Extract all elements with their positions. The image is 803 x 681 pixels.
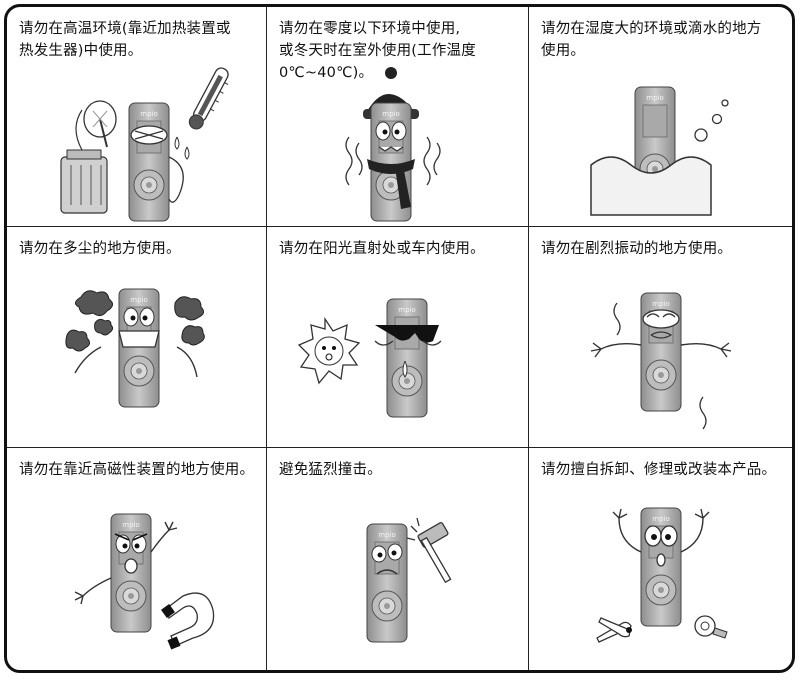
pliers-icon [596,617,632,643]
player-icon [366,523,408,643]
scarf-icon [367,159,415,209]
thermometer-icon [188,67,229,130]
flailing-arms-icon [74,521,178,605]
bubbles-icon [694,99,729,142]
angry-face-icon [114,533,148,574]
vibration-illustration [590,292,732,430]
warning-grid: 请勿在高温环境(靠近加热装置或 热发生器)中使用。 [7,7,792,670]
warning-cell-disassembly: 请勿擅自拆卸、修理或改装本产品。 [529,448,792,670]
hammer-icon [417,522,452,584]
dust-cloud-icon [65,290,205,352]
warning-cell-dust: 请勿在多尘的地方使用。 [7,227,267,448]
player-icon [118,288,160,408]
high-temperature-illustration [60,67,229,222]
warning-caption: 请勿在湿度大的环境或滴水的地方 使用。 [541,21,762,59]
disassembly-illustration [596,507,728,643]
shivering-face-icon [375,121,407,152]
hurt-face-icon [371,543,403,575]
warning-cell-magnetic: 请勿在靠近高磁性装置的地方使用。 [7,448,267,670]
surprised-face-icon [644,525,678,567]
dizzy-face-icon [642,309,680,339]
safety-warnings-sheet: 请勿在高温环境(靠近加热装置或 热发生器)中使用。 [4,4,795,673]
warning-cell-high-temperature: 请勿在高温环境(靠近加热装置或 热发生器)中使用。 [7,7,267,227]
warning-cell-vibration: 请勿在剧烈振动的地方使用。 [529,227,792,448]
warning-cell-sunlight: 请勿在阳光直射处或车内使用。 [267,227,529,448]
impact-lines-icon [406,517,420,541]
warning-cell-impact: 避免猛烈撞击。 [267,448,529,670]
cold-illustration [345,67,441,222]
warning-caption: 请勿在零度以下环境中使用, 或冬天时在室外使用(工作温度 0℃~40℃)。 [279,21,476,81]
sunlight-illustration [297,298,442,418]
player-icon [386,298,428,418]
warning-caption: 请勿在剧烈振动的地方使用。 [541,241,733,257]
warning-caption: 请勿擅自拆卸、修理或改装本产品。 [541,462,777,478]
dust-illustration [65,288,205,408]
player-icon [128,102,170,222]
warning-caption: 请勿在高温环境(靠近加热装置或 热发生器)中使用。 [19,21,231,59]
warning-caption: 请勿在靠近高磁性装置的地方使用。 [19,462,255,478]
warning-caption: 请勿在多尘的地方使用。 [19,241,181,257]
warning-cell-humidity: 请勿在湿度大的环境或滴水的地方 使用。 [529,7,792,227]
sweat-face-icon [130,125,190,203]
warning-caption: 避免猛烈撞击。 [279,462,382,478]
impact-illustration [366,517,452,643]
hand-fan-icon [83,100,117,148]
sun-icon [297,316,361,385]
heater-icon [60,109,108,214]
raised-arms-icon [612,508,710,553]
vibration-lines-icon [613,302,707,430]
dust-mask-face-icon [74,307,198,378]
warning-caption: 请勿在阳光直射处或车内使用。 [279,241,485,257]
magnetic-illustration [74,513,215,650]
player-icon [640,507,682,627]
warning-cell-cold: 请勿在零度以下环境中使用, 或冬天时在室外使用(工作温度 0℃~40℃)。 [267,7,529,227]
shiver-lines-icon [345,136,441,186]
waving-arms-icon [590,342,732,358]
humidity-illustration [590,86,729,216]
magnet-icon [161,592,215,650]
water-wave-icon [590,156,712,216]
tape-roll-icon [694,615,728,639]
sunglasses-icon [374,325,442,378]
